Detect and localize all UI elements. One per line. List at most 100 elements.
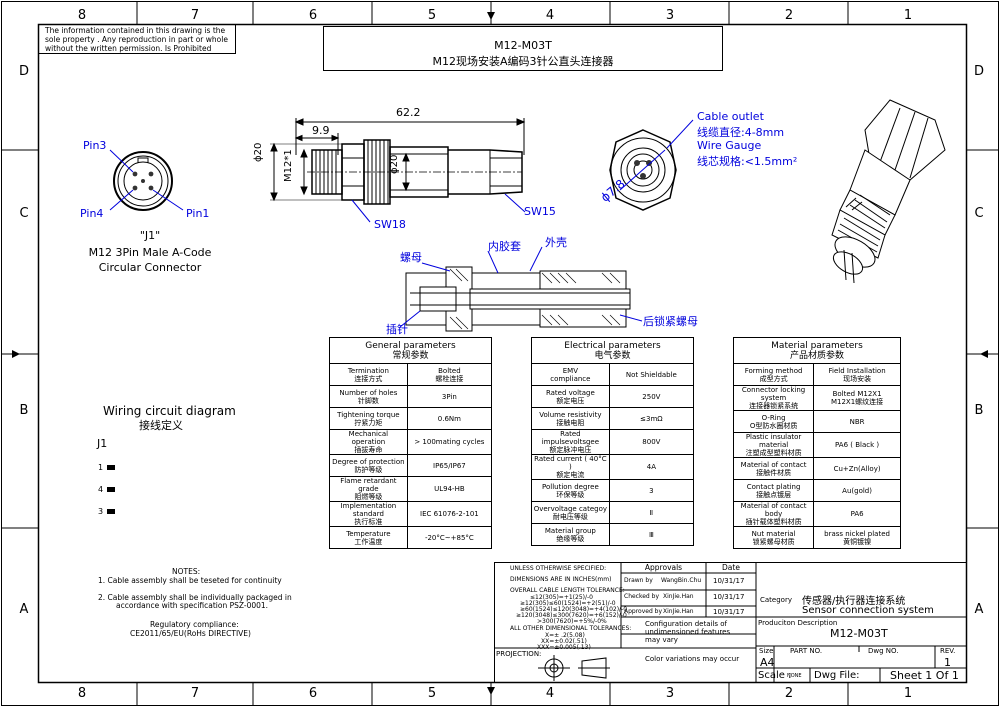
- zone-col-3-bottom: 3: [665, 686, 675, 701]
- param-value-main: Cu+Zn(Alloy): [833, 464, 881, 473]
- connector-rear-view: [609, 119, 694, 211]
- param-label-en: Overvoltage categoy: [533, 504, 608, 513]
- regulatory-value: CE2011/65/EU(RoHs DIRECTIVE): [130, 629, 251, 638]
- param-value-main: 3: [649, 486, 654, 495]
- param-label-en: Degree of protection: [332, 457, 405, 466]
- tb-sheet: Sheet 1 Of 1: [890, 669, 959, 682]
- section-shell-label: 外壳: [545, 236, 567, 249]
- param-value: -20°C~+85°C: [406, 526, 493, 549]
- regulatory-title: Regulatory compliance:: [150, 620, 239, 629]
- tb-scale-value: NONE: [787, 673, 802, 679]
- param-value: Au(gold): [813, 479, 901, 502]
- param-value: > 100mating cycles: [406, 429, 493, 455]
- param-label-cn: 阻燃等级: [354, 493, 383, 501]
- param-value-main: IP65/IP67: [433, 461, 466, 470]
- param-label-en: Material group: [544, 526, 596, 535]
- param-label-cn: 插针载体塑料材质: [745, 518, 802, 526]
- zone-row-b: B: [19, 403, 29, 418]
- tb-prod-desc: Produciton Description: [758, 619, 838, 627]
- title-box: M12-M03T M12现场安装A编码3针公直头连接器: [323, 26, 723, 71]
- param-value: 0.6Nm: [406, 407, 493, 430]
- param-value: PA6: [813, 501, 901, 527]
- tb-drawn-date: 10/31/17: [713, 577, 745, 585]
- param-label-cn: 连接器锁紧系统: [749, 402, 799, 410]
- param-label-cn: 耐电压等级: [552, 512, 588, 521]
- param-value-main: 0.6Nm: [437, 414, 461, 423]
- note-2b: accordance with specification PSZ-0001.: [116, 601, 269, 610]
- wiring-pin-marker: [107, 509, 115, 514]
- param-value-sub: 螺栓连接: [435, 374, 464, 383]
- param-value-main: 3Pin: [441, 392, 457, 401]
- zone-row-b-right: B: [974, 403, 984, 418]
- param-label-en: Flame retardant grade: [340, 477, 397, 493]
- tb-approved: Approved by: [624, 608, 663, 615]
- param-label-en: Rated impulsevoltsgee: [541, 430, 600, 446]
- param-label-en: Temperature: [346, 529, 391, 538]
- param-value-main: Au(gold): [842, 486, 872, 495]
- zone-col-8: 8: [77, 8, 87, 23]
- tb-dwg-file: Dwg File:: [814, 670, 860, 681]
- tb-config-1: Configuration details of: [645, 620, 727, 628]
- zone-row-a: A: [19, 602, 29, 617]
- param-label-en: O-Ring: [761, 413, 786, 422]
- notes-title: NOTES:: [172, 567, 201, 576]
- general-title: General parameters: [365, 340, 456, 351]
- connector-caption: M12 3Pin Male A-Code: [88, 246, 212, 259]
- connector-3d-view: [831, 99, 946, 284]
- tb-prod-code: M12-M03T: [830, 627, 888, 640]
- param-label-en: Termination: [347, 366, 389, 375]
- param-label-en: EMV: [562, 366, 578, 375]
- zone-col-5: 5: [427, 8, 437, 23]
- wiring-pin-4: 4: [98, 485, 104, 494]
- param-value-main: PA6: [850, 510, 864, 518]
- wiring-pin-marker: [107, 465, 115, 470]
- dim-thread: M12*1: [283, 149, 294, 182]
- tb-drawn-name: WangBin.Chu: [661, 577, 702, 584]
- param-value-main: Not Shieldable: [625, 370, 677, 379]
- tb-config-3: may vary: [645, 636, 678, 644]
- tb-category-en: Sensor connection system: [802, 605, 934, 616]
- param-value-main: Bolted: [438, 366, 461, 375]
- section-rear-nut-label: 后锁紧螺母: [643, 315, 698, 328]
- param-label-cn: 连接方式: [354, 374, 383, 383]
- param-label-cn: 接触电阻: [556, 418, 585, 427]
- param-value-main: UL94-HB: [434, 485, 465, 493]
- sw18-label: SW18: [374, 218, 406, 231]
- param-value: UL94-HB: [406, 476, 493, 502]
- param-label-cn: 插拔寿命: [354, 446, 383, 454]
- param-value: 250V: [608, 385, 695, 408]
- notice-line: sole property . Any reproduction in part…: [45, 35, 228, 44]
- param-label-en: Implementation standard: [340, 502, 397, 518]
- dim-overall-length: 62.2: [396, 106, 421, 119]
- param-label-en: Number of holes: [339, 388, 398, 397]
- param-label-en: Mechanical operation: [348, 430, 389, 446]
- tb-category-cn: 传感器/执行器连接系统: [802, 596, 906, 607]
- zone-row-d: D: [18, 64, 29, 79]
- param-label-en: Nut material: [751, 529, 796, 538]
- tb-size: Size: [759, 647, 774, 655]
- param-value: Ⅱ: [608, 501, 695, 524]
